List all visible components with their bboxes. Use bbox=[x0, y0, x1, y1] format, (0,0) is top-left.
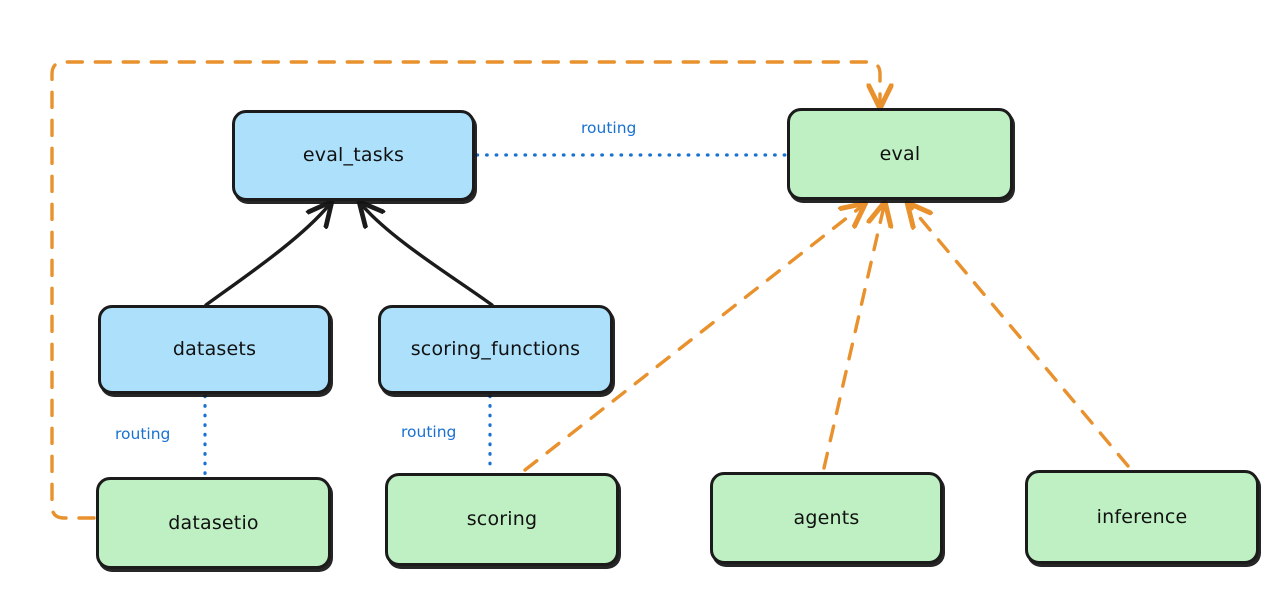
node-inference-label: inference bbox=[1096, 505, 1188, 528]
node-scoring-functions[interactable]: scoring_functions bbox=[378, 305, 613, 394]
edge-scoring-functions-to-eval-tasks bbox=[362, 205, 494, 307]
edge-label-routing-eval-tasks: routing bbox=[578, 119, 640, 137]
node-agents-label: agents bbox=[793, 506, 860, 529]
node-eval-label: eval bbox=[879, 142, 921, 165]
edge-agents-to-eval bbox=[822, 206, 884, 470]
node-datasets[interactable]: datasets bbox=[98, 305, 331, 394]
node-eval[interactable]: eval bbox=[787, 108, 1013, 200]
node-eval-tasks[interactable]: eval_tasks bbox=[232, 110, 475, 201]
node-inference[interactable]: inference bbox=[1025, 470, 1259, 564]
edge-label-routing-datasets: routing bbox=[112, 425, 174, 443]
node-datasets-label: datasets bbox=[172, 338, 257, 361]
edge-inference-to-eval bbox=[910, 206, 1130, 468]
node-scoring-functions-label: scoring_functions bbox=[410, 338, 581, 361]
node-eval-tasks-label: eval_tasks bbox=[302, 144, 405, 167]
edge-datasets-to-eval-tasks bbox=[204, 205, 329, 307]
node-scoring-label: scoring bbox=[466, 508, 538, 531]
edge-datasetio-to-eval bbox=[50, 60, 880, 520]
node-datasetio[interactable]: datasetio bbox=[96, 477, 331, 569]
node-datasetio-label: datasetio bbox=[168, 511, 259, 534]
node-scoring[interactable]: scoring bbox=[385, 473, 619, 566]
edge-scoring-to-eval bbox=[523, 206, 862, 472]
node-agents[interactable]: agents bbox=[710, 472, 943, 564]
edge-label-routing-scoring-functions: routing bbox=[398, 423, 460, 441]
